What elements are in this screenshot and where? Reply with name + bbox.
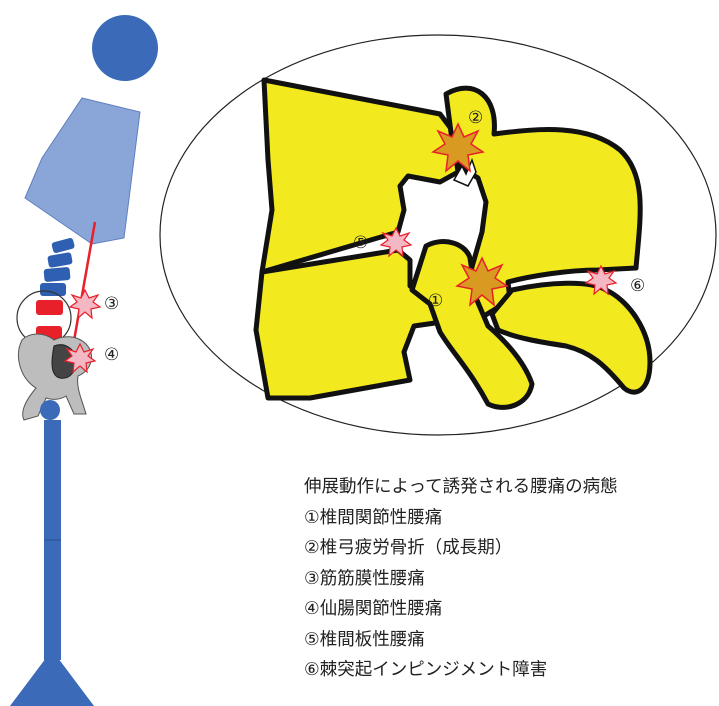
foot	[10, 650, 94, 706]
head	[92, 15, 158, 81]
caption-title: 伸展動作によって誘発される腰痛の病態	[304, 472, 714, 503]
muscle-line	[72, 222, 95, 352]
spine	[36, 237, 75, 341]
caption-item-6: ⑥棘突起インピンジメント障害	[304, 655, 714, 686]
disc	[36, 300, 63, 315]
caption-item-2: ②椎弓疲労骨折（成長期）	[304, 533, 714, 564]
lower-vertebral-body	[256, 250, 442, 398]
marker-5: ⑤	[353, 233, 368, 253]
body-figure: ③ ④	[10, 15, 158, 706]
caption-item-3: ③筋筋膜性腰痛	[304, 564, 714, 595]
thigh	[44, 420, 61, 540]
marker-4: ④	[104, 345, 119, 365]
marker-3: ③	[104, 294, 119, 314]
marker-2: ②	[468, 108, 483, 128]
hip-joint	[40, 400, 60, 420]
shin	[44, 540, 61, 660]
vertebra	[47, 252, 73, 268]
vertebra	[51, 237, 75, 253]
caption-item-5: ⑤椎間板性腰痛	[304, 625, 714, 656]
caption: 伸展動作によって誘発される腰痛の病態 ①椎間関節性腰痛 ②椎弓疲労骨折（成長期）…	[304, 472, 714, 686]
vertebrae-zoom	[256, 80, 650, 407]
torso	[25, 98, 140, 244]
pain-burst-icon	[70, 290, 100, 318]
vertebra	[40, 283, 66, 296]
marker-1: ①	[428, 291, 443, 311]
caption-item-1: ①椎間関節性腰痛	[304, 503, 714, 534]
vertebra	[44, 267, 71, 282]
caption-item-4: ④仙腸関節性腰痛	[304, 594, 714, 625]
marker-6: ⑥	[630, 276, 645, 296]
